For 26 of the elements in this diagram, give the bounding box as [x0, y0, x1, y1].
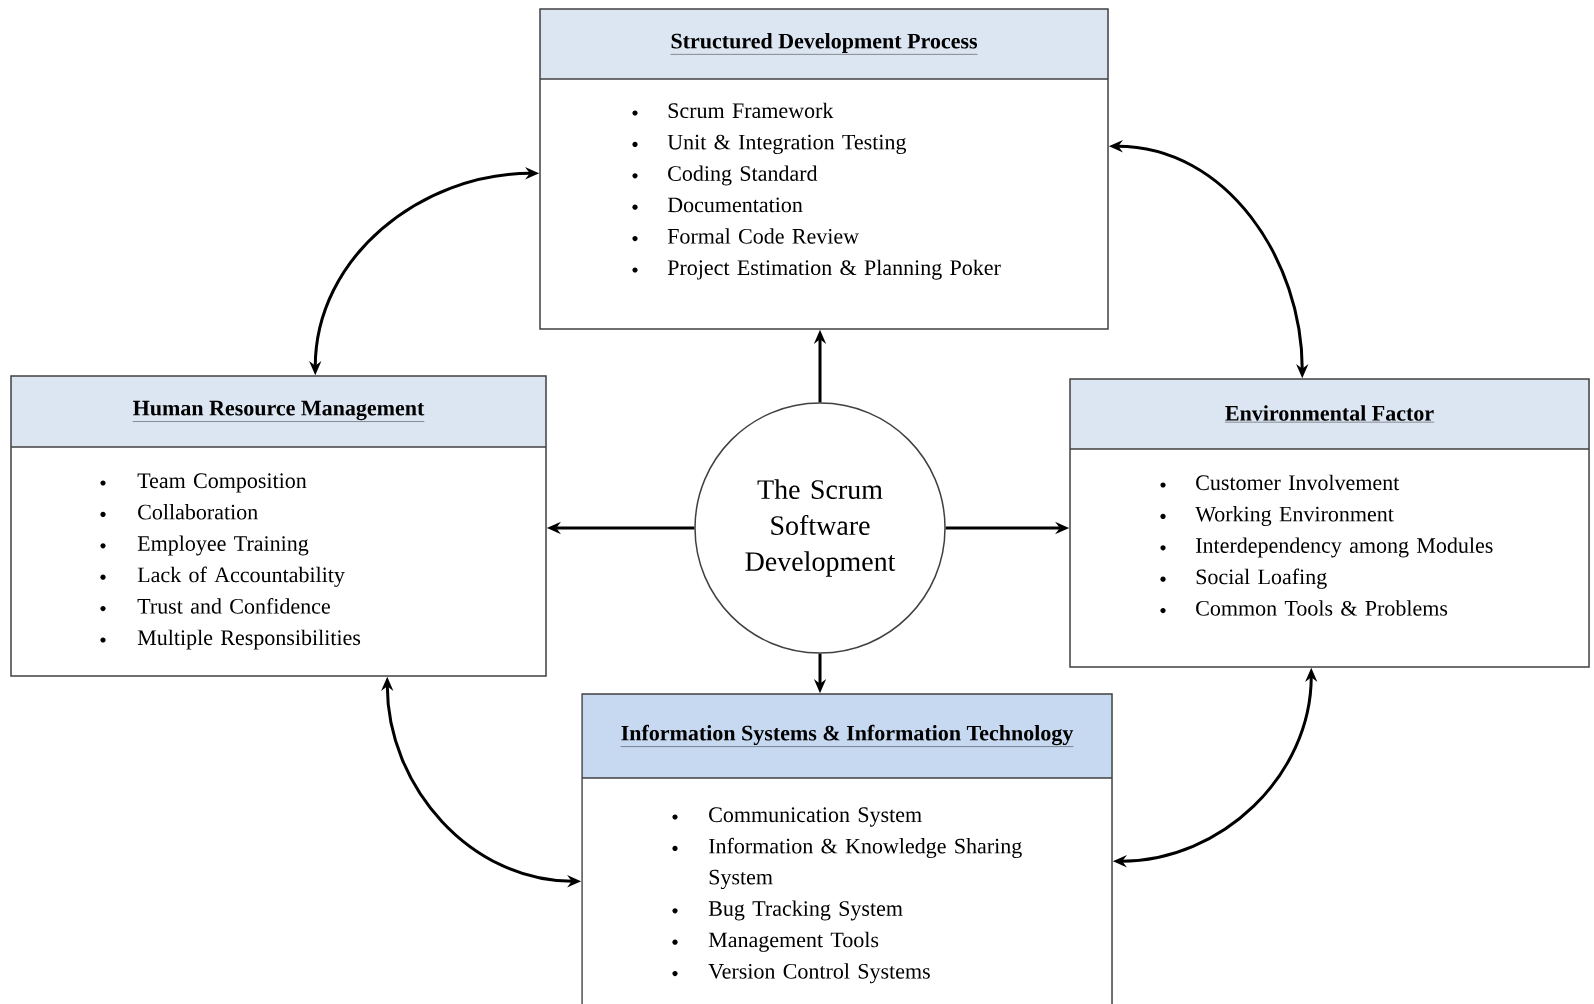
list-item: Version Control Systems [672, 963, 930, 984]
list-item: Lack of Accountability [100, 566, 345, 587]
list-item: Unit & Integration Testing [632, 134, 907, 155]
list-item: Formal Code Review [632, 228, 859, 244]
list-item: Coding Standard [632, 165, 818, 186]
list-item: Team Composition [100, 473, 307, 493]
list-item: Working Environment [1160, 506, 1394, 527]
list-item: Social Loafing [1160, 568, 1327, 589]
list-item: Documentation [632, 197, 803, 213]
list-item: Management Tools [672, 931, 879, 952]
panel-heading: Human Resource Management [132, 400, 425, 422]
list-item: Common Tools & Problems [1160, 600, 1448, 616]
panel-heading: Information Systems & Information Technology [620, 724, 1074, 747]
list-item: Scrum Framework [632, 102, 834, 119]
panel-heading: Environmental Factor [1224, 405, 1435, 423]
list-item: Trust and Confidence [100, 598, 330, 614]
list-item: Communication System [672, 807, 922, 827]
list-item: Customer Involvement [1160, 474, 1400, 491]
list-item: Project Estimation & Planning Poker [632, 259, 1001, 280]
panel-heading: Structured Development Process [670, 33, 978, 55]
list-item: Interdependency among Modules [1160, 537, 1493, 558]
list-item: Bug Tracking System [672, 900, 903, 921]
list-item: Collaboration [100, 504, 258, 520]
list-item: Employee Training [100, 535, 309, 556]
list-item: Multiple Responsibilities [100, 629, 361, 650]
list-item: Information & Knowledge Sharing System [672, 837, 1022, 890]
